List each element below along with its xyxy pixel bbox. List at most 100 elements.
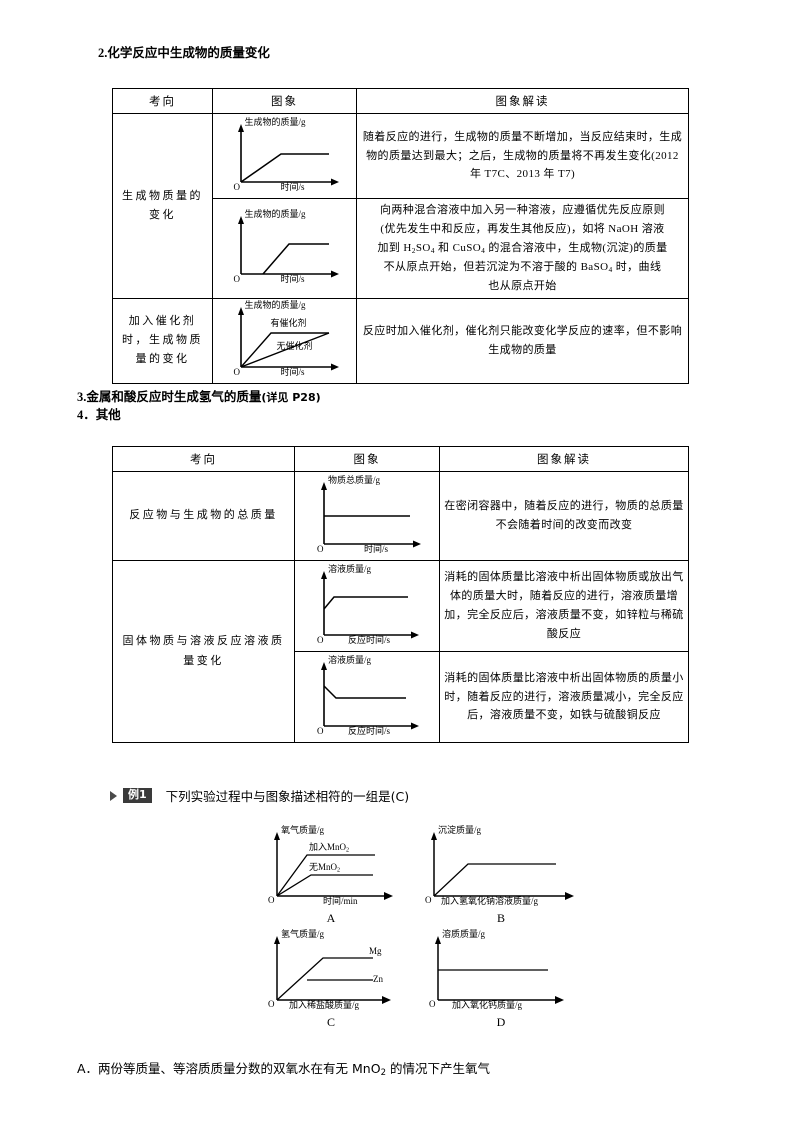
x-axis-label: 时间/s	[280, 182, 305, 192]
figure-solution-mass-decrease: 溶液质量/g O 反应时间/s	[300, 654, 434, 740]
example-figure-d: 溶质质量/g O 加入氧化钙质量/g D	[416, 930, 586, 1030]
section-ref-3: (详见 P28)	[261, 391, 321, 404]
fig-b-svg	[431, 832, 574, 900]
table-row: 考向 图象 图象解读	[112, 88, 689, 114]
option-a-text: A．两份等质量、等溶质质量分数的双氧水在有无 MnO2 的情况下产生氧气	[77, 1061, 490, 1079]
example-figure-grid: 氧气质量/g 加入MnO2 无MnO2 O 时间/min A	[246, 826, 586, 1030]
graph-cell-total-mass: 物质总质量/g O 时间/s	[294, 471, 440, 561]
triangle-right-icon	[110, 790, 117, 801]
table-product-mass-change: 考向 图象 图象解读 生成物质量的变化 生	[112, 88, 689, 384]
example-caption-c: C	[326, 1015, 335, 1029]
y-axis-label: 沉淀质量/g	[438, 825, 482, 835]
product-mass-vs-time-svg	[237, 124, 339, 186]
reading-line: (优先发生中和反应，再发生其他反应)，如将 NaOH 溶液	[380, 222, 665, 235]
figure-a-oxygen-vs-time: 氧气质量/g 加入MnO2 无MnO2 O 时间/min	[251, 826, 411, 910]
kaoxiang-total-mass: 反应物与生成物的总质量	[112, 471, 295, 561]
figure-c-hydrogen-vs-hcl: 氢气质量/g Mg Zn O 加入稀盐酸质量/g	[251, 930, 411, 1014]
table-row: 反应物与生成物的总质量 物质总质量/g O 时间/s	[112, 471, 689, 561]
reading-solution-mass-increase: 消耗的固体质量比溶液中析出固体物质或放出气体的质量大时，随着反应的进行，溶液质量…	[439, 560, 689, 652]
catalyst-comparison-svg	[237, 306, 339, 371]
graph-cell-product-mass-vs-time: 生成物的质量/g O 时间/s	[212, 113, 357, 199]
graph-cell-product-mass-delayed: 生成物的质量/g O 时间/s	[212, 198, 357, 299]
section-number-3: 3.	[77, 390, 87, 404]
origin-label: O	[233, 182, 241, 192]
graph-cell-solution-mass-increase: 溶液质量/g O 反应时间/s	[294, 560, 440, 652]
example-caption-a: A	[326, 911, 336, 925]
section-title-4: 其他	[95, 407, 121, 422]
example-caption-d: D	[496, 1015, 506, 1029]
origin-label: O	[317, 544, 324, 554]
total-mass-constant-svg	[321, 482, 421, 548]
table-row: 生成物的质量/g O 时间/s 向两种混合溶液中加入另一种溶液，应遵循优先反应原…	[113, 198, 689, 299]
origin-label: O	[429, 999, 436, 1009]
figure-b-precipitate-vs-naoh: 沉淀质量/g O 加入氢氧化钠溶液质量/g	[416, 826, 586, 910]
section-title-3: 金属和酸反应时生成氢气的质量	[86, 389, 262, 404]
example-caption-b: B	[496, 911, 505, 925]
origin-label: O	[233, 366, 241, 377]
product-mass-delayed-svg	[237, 216, 339, 278]
reading-catalyst: 反应时加入催化剂，催化剂只能改变化学反应的速率，但不影响生成物的质量	[356, 297, 689, 384]
origin-label: O	[268, 999, 275, 1009]
solution-mass-decrease-svg	[321, 662, 419, 730]
section-number-4: 4．	[77, 408, 96, 422]
y-axis-label: 溶质质量/g	[442, 929, 486, 939]
reading-line: 不从原点开始，但若沉淀为不溶于酸的 BaSO4 时，曲线	[383, 260, 662, 274]
reading-product-mass-vs-time: 随着反应的进行，生成物的质量不断增加，当反应结束时，生成物的质量达到最大；之后，…	[356, 113, 689, 199]
x-axis-label: 时间/s	[280, 274, 305, 285]
reading-line: 向两种混合溶液中加入另一种溶液，应遵循优先反应原则	[380, 204, 665, 216]
kaoxiang-catalyst: 加入催化剂时，生成物质量的变化	[112, 297, 213, 384]
section-heading-4: 4．其他	[77, 406, 121, 425]
y-axis-label: 物质总质量/g	[328, 475, 381, 485]
example-figure-b: 沉淀质量/g O 加入氢氧化钠溶液质量/g B	[416, 826, 586, 926]
y-axis-label: 氢气质量/g	[281, 929, 325, 939]
series-label-with-mno2: 加入MnO2	[309, 842, 350, 854]
x-axis-label: 加入氢氧化钠溶液质量/g	[441, 896, 539, 906]
figure-catalyst-comparison: 生成物的质量/g 有催化剂 无催化剂 O 时间/s	[219, 299, 351, 381]
x-axis-label: 加入氧化钙质量/g	[452, 1000, 523, 1010]
figure-d-solute-vs-cao: 溶质质量/g O 加入氧化钙质量/g	[416, 930, 586, 1014]
reading-line: 加到 H2SO4 和 CuSO4 的混合溶液中，生成物(沉淀)的质量	[377, 241, 668, 255]
reading-product-mass-delayed: 向两种混合溶液中加入另一种溶液，应遵循优先反应原则 (优先发生中和反应，再发生其…	[356, 198, 689, 299]
figure-solution-mass-increase: 溶液质量/g O 反应时间/s	[300, 563, 434, 649]
fig-d-svg	[435, 936, 564, 1004]
y-axis-label: 氧气质量/g	[281, 825, 325, 835]
example-badge: 例1	[123, 787, 152, 804]
series-label-with-catalyst: 有催化剂	[270, 317, 307, 328]
figure-product-mass-delayed-start: 生成物的质量/g O 时间/s	[219, 208, 351, 288]
y-axis-label: 生成物的质量/g	[244, 299, 306, 310]
reading-line: 也从原点开始	[488, 279, 557, 292]
graph-cell-catalyst: 生成物的质量/g 有催化剂 无催化剂 O 时间/s	[212, 297, 357, 384]
col-header-kaoxiang: 考向	[112, 88, 213, 114]
table-row: 固体物质与溶液反应溶液质量变化 溶液质量/g O 反应时间/s	[112, 560, 689, 743]
y-axis-label: 生成物的质量/g	[244, 209, 306, 220]
x-axis-label: 时间/s	[364, 544, 389, 554]
section-title-2: 化学反应中生成物的质量变化	[107, 45, 270, 60]
series-label-no-mno2: 无MnO2	[309, 862, 341, 874]
col-header-reading: 图象解读	[356, 88, 689, 114]
section-heading-2: 2.化学反应中生成物的质量变化	[98, 44, 270, 63]
series-label-no-catalyst: 无催化剂	[276, 340, 313, 351]
table-row: 加入催化剂时，生成物质量的变化 生成物的质量/g 有催化剂	[112, 297, 689, 384]
section-number-2: 2.	[98, 46, 108, 60]
x-axis-label: 反应时间/s	[348, 635, 391, 645]
solution-mass-increase-svg	[321, 571, 419, 639]
example-stem: 下列实验过程中与图象描述相符的一组是(C)	[165, 789, 410, 804]
origin-label: O	[317, 726, 324, 736]
y-axis-label: 溶液质量/g	[328, 564, 372, 574]
section-heading-3: 3.金属和酸反应时生成氢气的质量(详见 P28)	[77, 388, 321, 407]
y-axis-label: 溶液质量/g	[328, 655, 372, 665]
col-header-reading: 图象解读	[439, 446, 689, 472]
kaoxiang-product-mass-change: 生成物质量的变化	[112, 113, 213, 299]
figure-product-mass-vs-time: 生成物的质量/g O 时间/s	[219, 116, 351, 196]
kaoxiang-solution-mass-change: 固体物质与溶液反应溶液质量变化	[112, 560, 295, 743]
origin-label: O	[425, 895, 432, 905]
table-other-graphs: 考向 图象 图象解读 反应物与生成物的总质量 物质总质量	[112, 446, 689, 743]
reading-solution-mass-decrease: 消耗的固体质量比溶液中析出固体物质的质量小时，随着反应的进行，溶液质量减小，完全…	[439, 651, 689, 743]
example-block: 例1 下列实验过程中与图象描述相符的一组是(C)	[110, 786, 710, 805]
col-header-kaoxiang: 考向	[112, 446, 295, 472]
table-row: 考向 图象 图象解读	[112, 446, 689, 472]
origin-label: O	[233, 274, 241, 285]
col-header-graph: 图象	[294, 446, 440, 472]
origin-label: O	[317, 635, 324, 645]
